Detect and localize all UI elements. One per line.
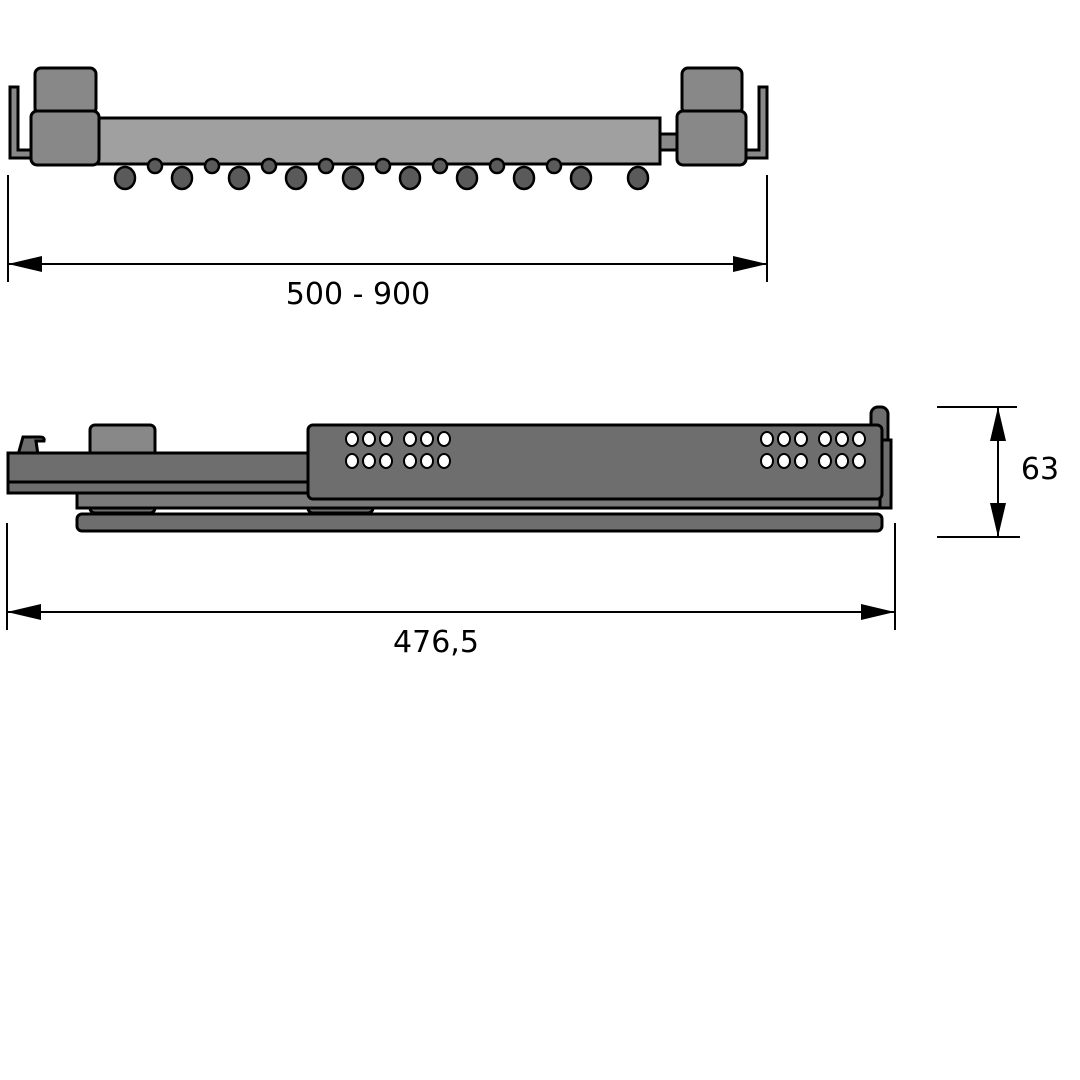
rollers bbox=[113, 157, 650, 191]
width-dimension: 500 - 900 bbox=[7, 175, 768, 312]
side-view-pullout bbox=[6, 405, 893, 533]
hole bbox=[362, 431, 376, 447]
hole bbox=[403, 431, 417, 447]
width-dimension-label: 500 - 900 bbox=[286, 277, 430, 312]
left-block-lower bbox=[29, 109, 101, 167]
hole bbox=[420, 431, 434, 447]
roller bbox=[170, 165, 194, 191]
small-roller bbox=[203, 157, 221, 175]
hole bbox=[362, 453, 376, 469]
roller bbox=[455, 165, 479, 191]
hole bbox=[835, 453, 849, 469]
roller bbox=[284, 165, 308, 191]
hole bbox=[835, 431, 849, 447]
hole bbox=[345, 431, 359, 447]
hole bbox=[777, 453, 791, 469]
right-block-lower bbox=[675, 109, 748, 167]
hole bbox=[818, 431, 832, 447]
hook bbox=[16, 435, 46, 457]
small-roller bbox=[374, 157, 392, 175]
hole bbox=[379, 453, 393, 469]
length-dimension: 476,5 bbox=[6, 523, 896, 660]
small-roller bbox=[317, 157, 335, 175]
hole bbox=[437, 431, 451, 447]
basket-bar bbox=[96, 116, 662, 166]
hole bbox=[760, 431, 774, 447]
holes bbox=[345, 431, 866, 469]
roller bbox=[227, 165, 251, 191]
main-body bbox=[306, 423, 884, 501]
base-bar bbox=[75, 512, 884, 533]
hole bbox=[794, 453, 808, 469]
roller bbox=[512, 165, 536, 191]
hole bbox=[345, 453, 359, 469]
top-view-pullout bbox=[8, 66, 769, 191]
hole bbox=[777, 431, 791, 447]
height-dimension-label: 63 bbox=[1021, 452, 1059, 487]
hole bbox=[794, 431, 808, 447]
hole bbox=[852, 453, 866, 469]
left-bracket bbox=[8, 85, 34, 160]
height-dimension: 63 bbox=[937, 406, 1059, 538]
small-roller bbox=[545, 157, 563, 175]
roller bbox=[341, 165, 365, 191]
roller bbox=[113, 165, 137, 191]
right-bracket bbox=[743, 85, 769, 160]
hole bbox=[437, 453, 451, 469]
left-block-upper bbox=[33, 66, 98, 116]
right-block-upper bbox=[680, 66, 744, 116]
hole bbox=[760, 453, 774, 469]
hole bbox=[403, 453, 417, 469]
roller bbox=[569, 165, 593, 191]
hole bbox=[818, 453, 832, 469]
hole bbox=[379, 431, 393, 447]
hole bbox=[420, 453, 434, 469]
left-rail bbox=[6, 451, 312, 495]
small-roller bbox=[146, 157, 164, 175]
small-roller bbox=[431, 157, 449, 175]
small-roller bbox=[488, 157, 506, 175]
length-dimension-label: 476,5 bbox=[393, 625, 479, 660]
small-roller bbox=[260, 157, 278, 175]
hole bbox=[852, 431, 866, 447]
roller bbox=[626, 165, 650, 191]
roller bbox=[398, 165, 422, 191]
